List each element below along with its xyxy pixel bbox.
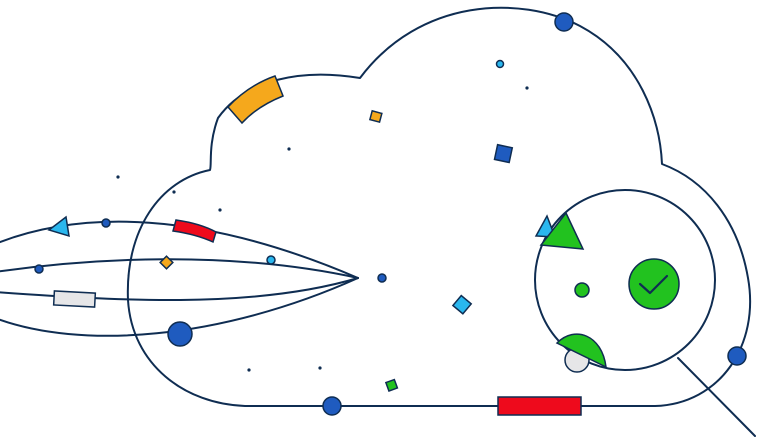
tiny-dot [287, 147, 291, 151]
orange-arc-block [226, 75, 284, 125]
stream-dot [34, 264, 44, 274]
bottom-node [322, 396, 342, 416]
convergence-dot [377, 273, 387, 283]
tiny-dot [172, 190, 176, 194]
data-stream-lines-icon [0, 220, 359, 337]
tiny-dot [525, 86, 529, 90]
green-dot [574, 282, 590, 298]
small-orange-square [368, 109, 383, 124]
red-bar [497, 396, 582, 416]
check-badge-icon [628, 258, 680, 310]
gray-bar [52, 290, 97, 308]
small-green-square [384, 378, 399, 393]
tiny-dot [218, 208, 222, 212]
green-sector-bottom [555, 333, 607, 369]
green-sector-top [539, 211, 585, 250]
red-arc-block [172, 219, 217, 244]
light-blue-triangle [47, 215, 70, 238]
tiny-dot [116, 175, 120, 179]
orange-diamond [159, 255, 174, 270]
magnifier-icon [534, 189, 756, 437]
blue-square [493, 143, 514, 164]
light-blue-triangle-small [534, 214, 557, 238]
magnifier-lens [534, 189, 716, 371]
blue-node [167, 321, 193, 347]
stream-dot-light [266, 255, 276, 265]
tiny-dot [318, 366, 322, 370]
top-right-node [554, 12, 574, 32]
small-light-dot [495, 59, 505, 69]
right-node [727, 346, 747, 366]
stream-dot [101, 218, 111, 228]
tiny-dot [247, 368, 251, 372]
cloud-outline-icon [126, 6, 752, 407]
light-blue-square [451, 294, 473, 315]
